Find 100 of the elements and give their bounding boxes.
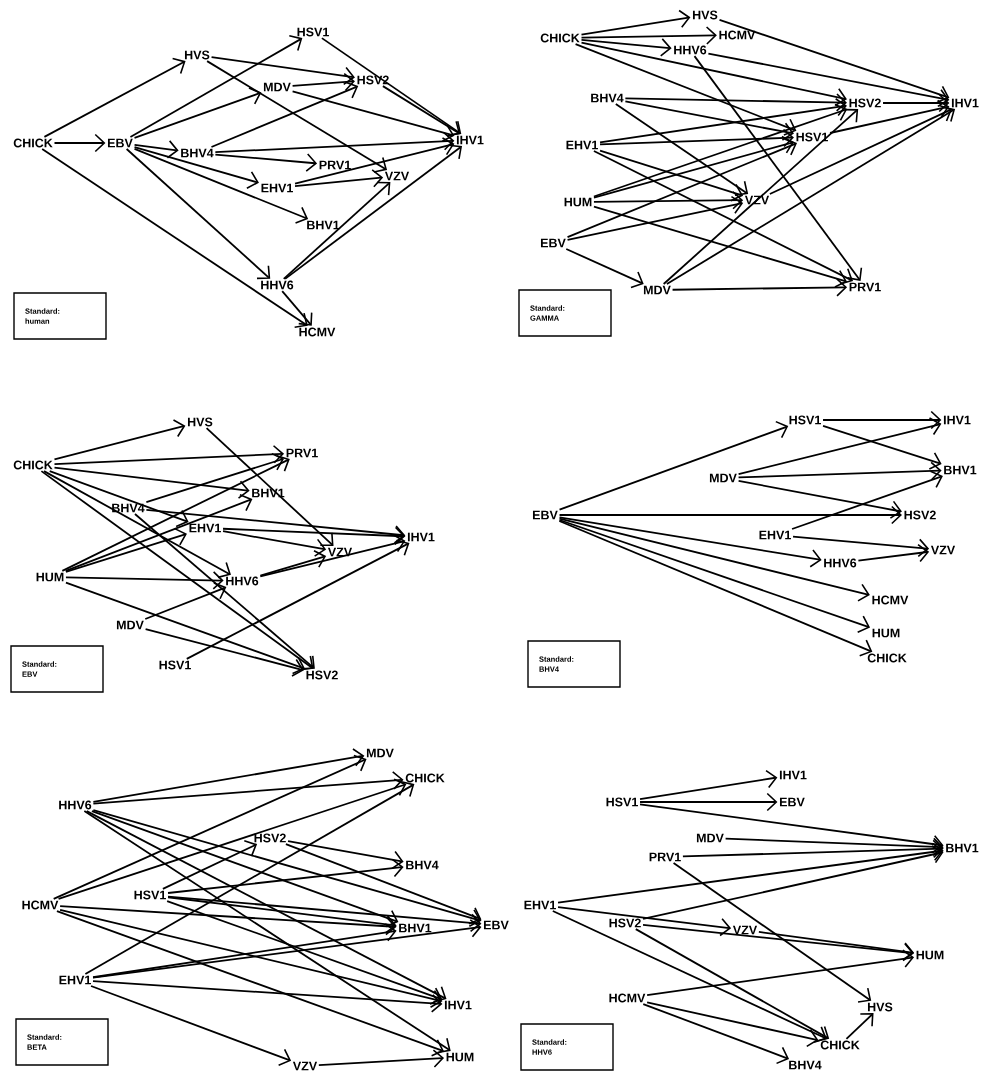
arrow [857, 543, 930, 563]
arrow [43, 470, 231, 579]
virus-label: VZV [292, 1061, 318, 1071]
arrow [624, 93, 847, 112]
virus-label: IHV1 [951, 98, 979, 108]
arrow [65, 527, 187, 573]
arrow [53, 466, 250, 499]
arrow [558, 420, 789, 511]
virus-label: IHV1 [444, 1000, 472, 1010]
virus-label: MDV [643, 285, 671, 295]
arrow [757, 930, 915, 961]
arrow [144, 628, 304, 677]
arrow [558, 517, 870, 602]
virus-label: BHV4 [406, 860, 439, 870]
virus-label: EHV1 [566, 140, 598, 150]
arrow [672, 862, 872, 1003]
arrow [281, 290, 313, 326]
virus-label: BHV4 [789, 1060, 822, 1070]
arrow [634, 928, 830, 1043]
arrow [624, 100, 794, 141]
arrow [162, 840, 258, 890]
virus-label: EBV [541, 238, 566, 248]
arrow [133, 87, 262, 139]
arrow [565, 248, 644, 289]
arrow [707, 52, 950, 108]
virus-label: HSV1 [297, 27, 329, 37]
virus-label: HUM [564, 197, 592, 207]
arrow [53, 444, 285, 465]
virus-label: CHICK [867, 653, 907, 663]
arrow [294, 137, 455, 185]
virus-label: PRV1 [649, 852, 681, 862]
arrow [614, 103, 749, 197]
virus-label: IHV1 [943, 415, 971, 425]
virus-label: MDV [116, 620, 144, 630]
arrow [737, 480, 902, 519]
arrow [558, 505, 902, 525]
arrow [599, 97, 847, 144]
virus-label: CHICK [13, 138, 53, 148]
virus-label: CHICK [540, 33, 580, 43]
arrow [222, 526, 406, 546]
arrow [40, 470, 314, 671]
arrow [558, 519, 871, 633]
arrow [133, 140, 179, 159]
arrow [724, 837, 944, 857]
virus-label: CHICK [13, 460, 53, 470]
arrow [166, 900, 443, 1005]
arrow [737, 461, 942, 481]
virus-label: VZV [930, 545, 956, 555]
arrow [83, 810, 451, 1054]
virus-label: HSV2 [849, 98, 881, 108]
arrow [133, 146, 259, 189]
virus-label: HHV6 [824, 558, 857, 568]
arrow [718, 19, 950, 104]
arrow [737, 417, 942, 476]
arrow [671, 278, 848, 297]
arrow [92, 771, 404, 805]
virus-label: HHV6 [226, 576, 259, 586]
arrow [580, 9, 691, 36]
virus-label: BHV1 [307, 220, 340, 230]
arrow [829, 99, 950, 134]
virus-label: BHV1 [944, 465, 977, 475]
virus-label: IHV1 [779, 770, 807, 780]
arrow [593, 103, 848, 198]
arrow [382, 85, 461, 137]
virus-label: MDV [263, 82, 291, 92]
virus-label: BHV1 [946, 843, 979, 853]
virus-label: EHV1 [59, 975, 91, 985]
arrow [259, 534, 406, 578]
arrow [43, 57, 186, 138]
arrow [646, 1001, 819, 1048]
virus-label: HVS [868, 1002, 893, 1012]
arrow [92, 748, 365, 803]
virus-label: EHV1 [524, 900, 556, 910]
arrow [822, 410, 942, 430]
virus-label: HSV1 [134, 890, 166, 900]
virus-label: PRV1 [319, 160, 351, 170]
virus-label: HCMV [22, 900, 59, 910]
arrow [646, 949, 915, 997]
arrow [593, 150, 854, 285]
arrow [287, 840, 404, 870]
virus-label: HCMV [299, 327, 336, 337]
virus-label: HCMV [872, 595, 909, 605]
arrow [92, 980, 443, 1013]
arrow [92, 919, 482, 979]
arrow [321, 37, 462, 137]
arrow [133, 147, 309, 224]
virus-label: HCMV [609, 993, 646, 1003]
arrow [59, 905, 397, 936]
arrow [557, 842, 944, 904]
virus-label: HHV6 [59, 800, 92, 810]
virus-label: EHV1 [759, 530, 791, 540]
virus-label: IHV1 [407, 532, 435, 542]
virus-label: HUM [36, 572, 64, 582]
arrow [285, 843, 482, 925]
virus-label: MDV [366, 748, 394, 758]
arrow [642, 845, 944, 920]
arrow [558, 520, 873, 657]
arrow [574, 43, 797, 136]
virus-label: BHV4 [181, 148, 214, 158]
arrow [566, 195, 744, 241]
